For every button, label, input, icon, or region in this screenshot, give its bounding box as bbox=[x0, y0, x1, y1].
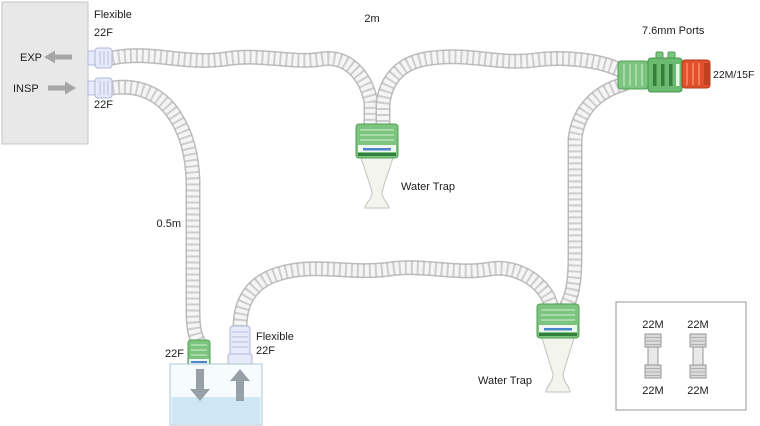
label-22f-insp: 22F bbox=[94, 99, 113, 111]
water-trap-bottom bbox=[536, 303, 580, 393]
insp-label: INSP bbox=[13, 83, 39, 95]
label-22f-exp: 22F bbox=[94, 27, 113, 39]
legend-adapter-2-bottom-label: 22M bbox=[687, 385, 708, 397]
legend-box: 22M 22M 22M 22M bbox=[615, 301, 747, 411]
tube-wye-to-bottom-water-trap bbox=[566, 84, 624, 307]
tube-humidifier-to-bottom-water-trap bbox=[240, 268, 552, 327]
wye-connector bbox=[617, 51, 683, 93]
legend-adapter-2-top-label: 22M bbox=[687, 319, 708, 331]
water-trap-top bbox=[355, 123, 399, 209]
humidifier-outlet-arrow bbox=[230, 369, 250, 401]
label-22f-humidifier-inlet: 22F bbox=[165, 348, 184, 360]
exp-flow-arrow bbox=[44, 50, 72, 64]
legend-adapter-1-bottom-label: 22M bbox=[642, 385, 663, 397]
legend-adapter-1 bbox=[644, 333, 662, 379]
label-22f-humidifier-outlet: 22F bbox=[256, 345, 275, 357]
label-7-6mm-ports: 7.6mm Ports bbox=[642, 25, 705, 37]
label-0-5m: 0.5m bbox=[157, 218, 181, 230]
label-2m: 2m bbox=[364, 13, 379, 25]
exp-label: EXP bbox=[20, 52, 42, 64]
humidifier-outlet-connector bbox=[227, 325, 253, 367]
label-flexible-humidifier-outlet: Flexible bbox=[256, 331, 294, 343]
exp-port-connector bbox=[87, 47, 113, 69]
legend-adapter-1-top-label: 22M bbox=[642, 319, 663, 331]
label-flexible-exp: Flexible bbox=[94, 9, 132, 21]
legend-adapter-2 bbox=[689, 333, 707, 379]
ventilator-box: EXP INSP bbox=[1, 1, 89, 145]
label-22m-15f: 22M/15F bbox=[713, 69, 754, 81]
patient-connector-orange bbox=[681, 59, 711, 89]
insp-port-connector bbox=[87, 77, 113, 99]
label-water-trap-top: Water Trap bbox=[401, 181, 455, 193]
label-water-trap-bottom: Water Trap bbox=[478, 375, 532, 387]
insp-flow-arrow bbox=[48, 81, 76, 95]
tube-insp-to-humidifier bbox=[112, 87, 198, 341]
humidifier-box bbox=[169, 363, 263, 426]
humidifier-inlet-arrow bbox=[190, 369, 210, 401]
humidifier-inlet-connector bbox=[187, 339, 211, 368]
